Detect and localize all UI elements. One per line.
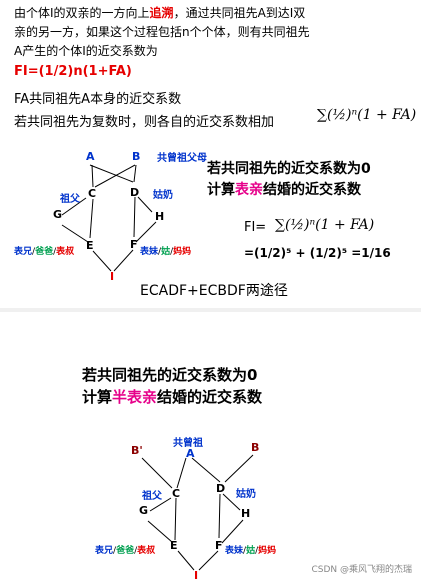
label-part: 表兄	[95, 546, 114, 556]
grandfather-label-slide2: 祖父	[142, 491, 162, 502]
node-g-slide2: G	[139, 504, 149, 517]
headline-text: 结婚的近交系数	[157, 388, 263, 406]
node-b-slide2: B	[251, 441, 260, 454]
label-slash: /	[113, 546, 117, 556]
label-slash: /	[243, 546, 247, 556]
intro-text: ，通过共同祖先A到达I双	[173, 6, 306, 20]
label-part: 表兄	[14, 247, 33, 257]
fi-formula-text: FI=(1/2)n(1+FA)	[14, 64, 132, 79]
headline-2: 计算表亲结婚的近交系数	[207, 179, 361, 199]
sum-formula: ∑(½)ⁿ(1 + FA)	[317, 107, 417, 123]
common-ancestor-label: 共曾祖	[173, 438, 203, 449]
node-c: C	[88, 187, 97, 200]
trace-back-highlight: 追溯	[149, 6, 174, 20]
node-d: D	[130, 186, 140, 199]
slide-divider	[0, 308, 421, 312]
node-d-slide2: D	[216, 482, 226, 495]
node-g: G	[53, 208, 63, 221]
half-cousin-highlight: 半表亲	[112, 388, 158, 406]
label-slash: /	[158, 247, 162, 257]
label-part: 妈妈	[258, 546, 277, 556]
node-a-slide2: A	[186, 447, 195, 460]
common-ancestors-label: 共曾祖父母	[157, 153, 207, 164]
headline-text: 结婚的近交系数	[263, 182, 361, 198]
label-part: 姑	[161, 247, 171, 257]
label-part: 表妹	[225, 546, 244, 556]
label-part: 表叔	[137, 546, 156, 556]
node-b-prime: B'	[131, 444, 143, 457]
label-slash: /	[170, 247, 174, 257]
node-f: F	[130, 238, 138, 251]
node-c-slide2: C	[172, 487, 181, 500]
label-part: 表叔	[56, 247, 75, 257]
fa-line: FA共同祖先A本身的近交系数	[14, 92, 182, 107]
fi-formula: FI=(1/2)n(1+FA)	[14, 64, 132, 79]
node-h: H	[155, 210, 165, 223]
node-e-slide2: E	[170, 539, 178, 552]
complex-line: 若共同祖先为复数时，则各自的近交系数相加	[14, 115, 275, 130]
left-cousin-label-slide2: 表兄/爸爸/表叔	[95, 543, 155, 556]
intro-line-2: 亲的另一方，如果这个过程包括n个个体，则有共同祖先	[14, 25, 310, 39]
node-h-slide2: H	[241, 507, 251, 520]
right-cousin-label: 表妹/姑/妈妈	[140, 244, 191, 257]
left-cousin-label: 表兄/爸爸/表叔	[14, 244, 74, 257]
label-slash: /	[255, 546, 259, 556]
label-slash: /	[32, 247, 36, 257]
fi-sum-formula: ∑(½)ⁿ(1 + FA)	[275, 217, 375, 233]
right-cousin-label-slide2: 表妹/姑/妈妈	[225, 543, 276, 556]
label-slash: /	[134, 546, 138, 556]
watermark: CSDN @乘风飞翔的杰瑞	[308, 561, 415, 576]
label-slash: /	[53, 247, 57, 257]
node-b: B	[132, 150, 141, 163]
node-f-slide2: F	[215, 539, 223, 552]
headline-1-slide2: 若共同祖先的近交系数为0	[82, 366, 258, 384]
node-e: E	[86, 239, 94, 252]
node-i: I	[110, 270, 115, 283]
grandmother-label-slide2: 姑奶	[236, 489, 256, 500]
paths-line: ECADF+ECBDF两途径	[140, 283, 288, 299]
node-a: A	[86, 150, 95, 163]
label-part: 表妹	[140, 247, 159, 257]
headline-1: 若共同祖先的近交系数为0	[207, 161, 371, 177]
headline-2-slide2: 计算半表亲结婚的近交系数	[82, 386, 262, 407]
headline-text: 计算	[82, 388, 113, 406]
label-part: 爸爸	[35, 247, 54, 257]
intro-text: 由个体I的双亲的一方向上	[14, 6, 150, 20]
intro-line-3: A产生的个体I的近交系数为	[14, 44, 158, 58]
fi-label: FI=	[244, 220, 267, 235]
result-line: =(1/2)⁵ + (1/2)⁵ =1/16	[244, 246, 391, 260]
label-part: 妈妈	[173, 247, 192, 257]
grandmother-label: 姑奶	[153, 190, 173, 201]
node-i-slide2: I	[194, 569, 199, 582]
label-part: 爸爸	[116, 546, 135, 556]
headline-text: 计算	[207, 182, 235, 198]
intro-line-1: 由个体I的双亲的一方向上追溯，通过共同祖先A到达I双	[14, 4, 305, 23]
cousin-highlight: 表亲	[235, 182, 263, 198]
label-part: 姑	[246, 546, 256, 556]
grandfather-label: 祖父	[60, 194, 80, 205]
